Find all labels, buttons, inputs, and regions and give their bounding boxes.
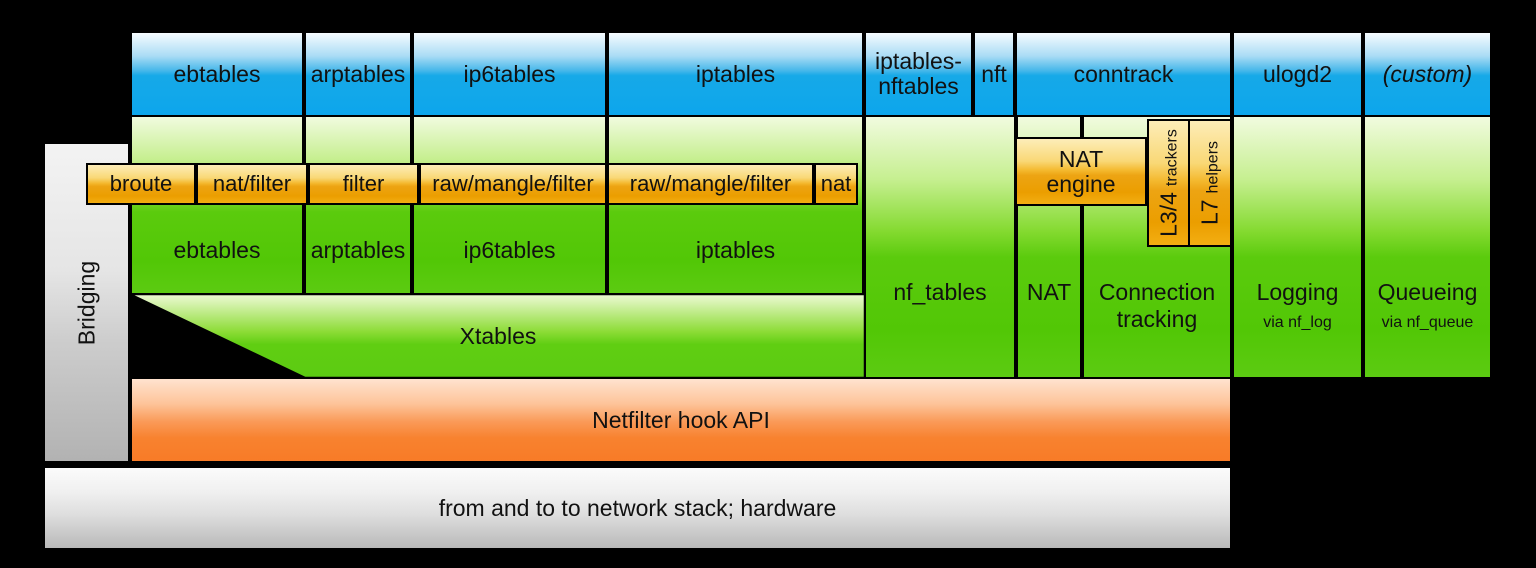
kernel-ip6tables-column: ip6tables: [412, 115, 607, 295]
nat-label: NAT: [1026, 279, 1072, 305]
logging-column: Logging via nf_log: [1232, 115, 1363, 379]
queueing-sublabel: via nf_queue: [1381, 314, 1474, 331]
kernel-ip6tables-label: ip6tables: [463, 237, 556, 263]
kernel-ebtables-column: ebtables: [130, 115, 304, 295]
table-nat: nat: [814, 163, 858, 205]
l34-label: L3/4: [1155, 192, 1181, 237]
table-raw-mangle-filter-ip6: raw/mangle/filter: [419, 163, 607, 205]
table-raw-mangle-filter-ip4: raw/mangle/filter: [607, 163, 814, 205]
userspace-iptables-nftables: iptables- nftables: [864, 31, 973, 117]
kernel-iptables-label: iptables: [695, 237, 776, 263]
userspace-ebtables: ebtables: [130, 31, 304, 117]
network-stack-bar: from and to to network stack; hardware: [43, 466, 1232, 550]
table-filter: filter: [308, 163, 419, 205]
userspace-ip6tables: ip6tables: [412, 31, 607, 117]
nf-tables-column: nf_tables: [864, 115, 1016, 379]
userspace-ulogd2: ulogd2: [1232, 31, 1363, 117]
userspace-nft: nft: [973, 31, 1015, 117]
userspace-custom: (custom): [1363, 31, 1492, 117]
queueing-label: Queueing via nf_queue: [1377, 279, 1478, 331]
l7-helpers-label: helpers: [1204, 140, 1222, 194]
nat-engine-box: NAT engine: [1015, 137, 1147, 206]
table-nat-filter: nat/filter: [196, 163, 308, 205]
bridging-label: Bridging: [73, 260, 99, 345]
l34-trackers-box: L3/4 trackers: [1147, 119, 1190, 247]
kernel-arptables-label: arptables: [310, 237, 406, 263]
userspace-conntrack: conntrack: [1015, 31, 1232, 117]
logging-label: Logging via nf_log: [1256, 279, 1339, 331]
l7-label: L7: [1196, 199, 1223, 226]
netfilter-hook-api-bar: Netfilter hook API: [130, 377, 1232, 463]
xtables-label: Xtables: [459, 322, 537, 349]
l34-trackers-label: trackers: [1163, 129, 1180, 187]
kernel-arptables-column: arptables: [304, 115, 412, 295]
kernel-ebtables-label: ebtables: [173, 237, 261, 263]
l7-helpers-box: L7 helpers: [1188, 119, 1232, 247]
nf-tables-label: nf_tables: [893, 279, 987, 305]
logging-sublabel: via nf_log: [1263, 314, 1332, 331]
userspace-iptables: iptables: [607, 31, 864, 117]
table-broute: broute: [86, 163, 196, 205]
kernel-iptables-column: iptables: [607, 115, 864, 295]
queueing-column: Queueing via nf_queue: [1363, 115, 1492, 379]
userspace-arptables: arptables: [304, 31, 412, 117]
